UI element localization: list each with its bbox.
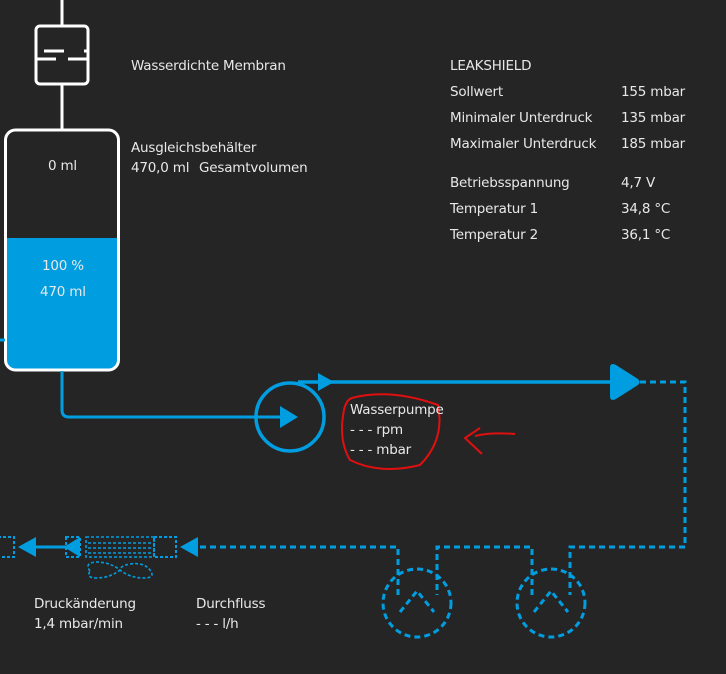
pump-rpm: - - - rpm xyxy=(350,422,403,438)
annotation-arrow-icon xyxy=(463,427,516,455)
reservoir-fill-level xyxy=(6,238,118,369)
flow-arrow-icon xyxy=(180,537,198,557)
pump-inlet-pipe xyxy=(60,371,288,419)
leakshield-module-icon xyxy=(85,536,155,579)
leakshield-row-label: Maximaler Unterdruck xyxy=(450,136,597,152)
reservoir-tank xyxy=(4,128,120,372)
radiator-icon[interactable] xyxy=(381,567,453,639)
pressure-change-label: Druckänderung xyxy=(34,596,136,612)
flow-arrow-icon xyxy=(280,406,298,428)
membrane-label: Wasserdichte Membran xyxy=(131,58,286,74)
membrane-icon xyxy=(34,24,90,86)
leakshield-row-label: Temperatur 1 xyxy=(450,201,538,217)
leakshield-title: LEAKSHIELD xyxy=(450,58,532,74)
reservoir-title: Ausgleichsbehälter xyxy=(131,140,257,156)
leakshield-row-label: Betriebsspannung xyxy=(450,175,570,191)
pump-title: Wasserpumpe xyxy=(350,402,444,418)
reservoir-empty-volume: 0 ml xyxy=(48,158,77,174)
reservoir-total-volume-label: Gesamtvolumen xyxy=(199,160,308,176)
leakshield-row-value: 4,7 V xyxy=(621,175,655,191)
flow-direction-icon xyxy=(610,364,640,400)
leakshield-row-label: Minimaler Unterdruck xyxy=(450,110,593,126)
leakshield-row-label: Sollwert xyxy=(450,84,503,100)
leakshield-row-value: 135 mbar xyxy=(621,110,686,126)
reservoir-fill-volume: 470 ml xyxy=(40,284,86,300)
flow-sensor-icon xyxy=(153,536,177,558)
reservoir-total-volume: 470,0 ml xyxy=(131,160,190,176)
return-pipe-dashed xyxy=(200,380,687,595)
leakshield-row-value: 34,8 °C xyxy=(621,201,671,217)
flow-arrow-icon xyxy=(18,537,36,557)
fitting-icon xyxy=(0,536,15,558)
flow-label: Durchfluss xyxy=(196,596,266,612)
reservoir-fill-percent: 100 % xyxy=(42,258,84,274)
pressure-change-value: 1,4 mbar/min xyxy=(34,616,123,632)
pump-icon[interactable] xyxy=(254,381,326,453)
leakshield-row-value: 155 mbar xyxy=(621,84,686,100)
flow-value: - - - l/h xyxy=(196,616,239,632)
radiator-icon[interactable] xyxy=(515,567,587,639)
leakshield-row-label: Temperatur 2 xyxy=(450,227,538,243)
leakshield-row-value: 36,1 °C xyxy=(621,227,671,243)
flow-arrow-icon xyxy=(318,373,334,391)
pump-pressure: - - - mbar xyxy=(350,442,412,458)
flow-arrow-icon xyxy=(64,537,80,557)
leakshield-row-value: 185 mbar xyxy=(621,136,686,152)
annotation-circle xyxy=(341,393,441,470)
